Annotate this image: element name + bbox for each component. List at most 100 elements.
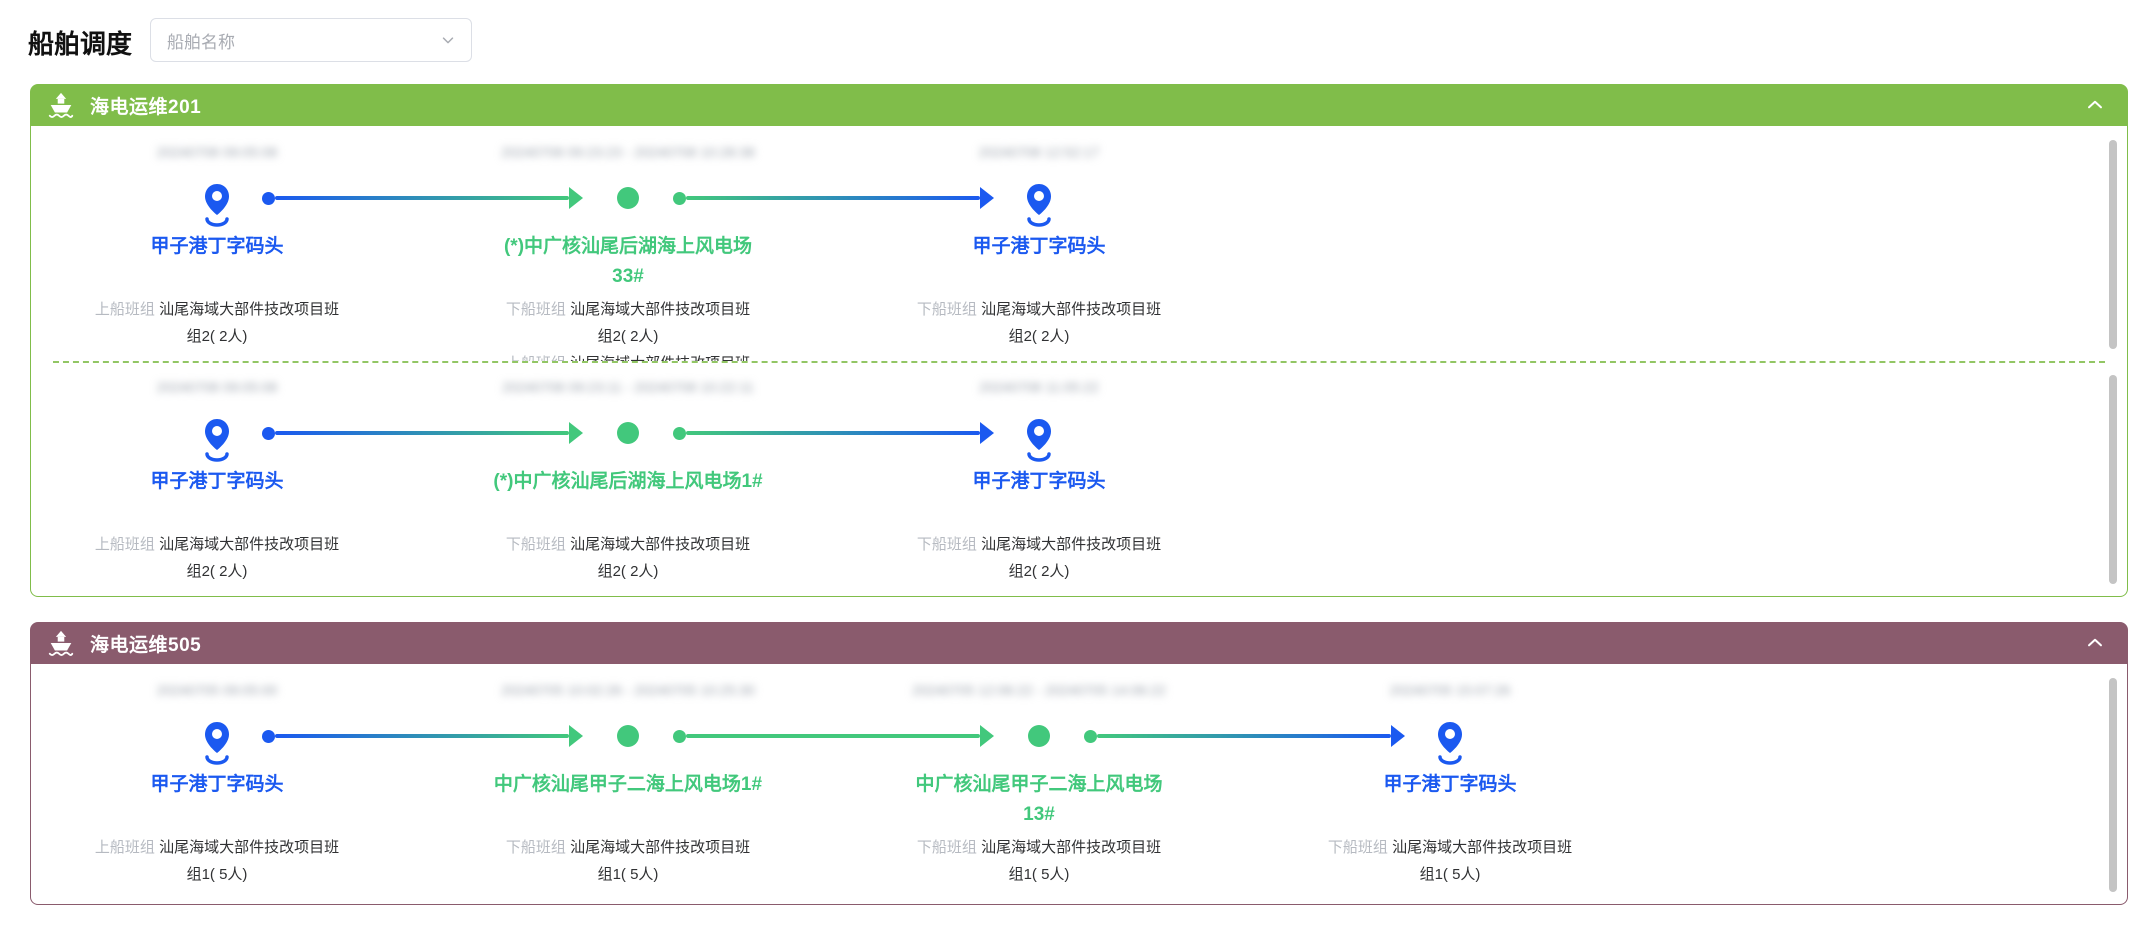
waypoint-dot-icon (617, 187, 639, 209)
stop-time-redacted: 20240705 10:02:26 - 20240705 10:25:30 (501, 682, 755, 698)
ship-panel-header[interactable]: 海电运维201 (30, 84, 2128, 126)
scrollbar-thumb[interactable] (2109, 140, 2117, 349)
route-line (686, 734, 980, 738)
stop-crews: 下船班组 汕尾海域大部件技改项目班组2( 2人) (505, 531, 751, 585)
route-arrow-icon (569, 187, 583, 209)
route-connector (262, 722, 583, 750)
location-pin-icon (202, 182, 232, 233)
crew-entry: 上船班组 汕尾海域大部件技改项目班组1( 5人) (94, 834, 340, 888)
timeline-stop: 20240705 12:06:22 - 20240705 14:06:22 中广… (859, 664, 1219, 904)
stop-crews: 上船班组 汕尾海域大部件技改项目班组2( 2人) (94, 531, 340, 585)
ship-panel-body: 20240705 09:05:00 甲子港丁字码头 上船班组 汕尾海域大部件技改… (30, 664, 2128, 905)
trip-timeline: 20240708 09:05:08 甲子港丁字码头 上船班组 汕尾海域大部件技改… (31, 361, 2127, 596)
route-start-dot-icon (262, 426, 275, 440)
ship-panel-body: 20240708 09:05:08 甲子港丁字码头 上船班组 汕尾海域大部件技改… (30, 126, 2128, 597)
timeline-stop: 20240708 09:23:23 - 20240708 10:28:38 (*… (448, 126, 808, 361)
crew-team-value: 汕尾海域大部件技改项目班组2( 2人) (976, 301, 1162, 345)
route-line (686, 196, 980, 200)
route-arrow-icon (980, 725, 994, 747)
crew-entry: 上船班组 汕尾海域大部件技改项目班组2( 2人) (94, 296, 340, 350)
crew-direction-label: 上船班组 (94, 839, 155, 856)
route-arrow-icon (569, 422, 583, 444)
route-connector (673, 722, 994, 750)
crew-direction-label: 下船班组 (505, 536, 566, 553)
stop-name: 甲子港丁字码头 (972, 236, 1106, 257)
crew-direction-label: 下船班组 (505, 301, 566, 318)
crew-entry: 下船班组 汕尾海域大部件技改项目班组2( 2人) (916, 531, 1162, 585)
crew-team-value: 汕尾海域大部件技改项目班组1( 5人) (565, 839, 751, 883)
crew-direction-label: 下船班组 (1327, 839, 1388, 856)
route-arrow-icon (569, 725, 583, 747)
timeline-stop: 20240708 09:05:08 甲子港丁字码头 上船班组 汕尾海域大部件技改… (37, 126, 397, 361)
route-connector (262, 419, 583, 447)
route-connector (262, 184, 583, 212)
waypoint-dot-icon (1028, 725, 1050, 747)
crew-team-value: 汕尾海域大部件技改项目班组1( 5人) (1387, 839, 1573, 883)
stop-name: 中广核汕尾甲子二海上风电场 13# (915, 774, 1163, 825)
stop-crews: 下船班组 汕尾海域大部件技改项目班组2( 2人) (916, 531, 1162, 585)
trip-timeline: 20240708 09:05:08 甲子港丁字码头 上船班组 汕尾海域大部件技改… (31, 126, 2127, 361)
stop-name: 甲子港丁字码头 (150, 774, 284, 795)
chevron-up-icon[interactable] (2084, 632, 2106, 654)
stop-time-redacted: 20240708 09:05:08 (156, 144, 278, 160)
stop-name: 甲子港丁字码头 (1383, 774, 1517, 795)
location-pin-icon (1024, 417, 1054, 468)
timeline-stop: 20240708 09:23:11 - 20240708 10:22:11 (*… (448, 361, 808, 596)
crew-team-value: 汕尾海域大部件技改项目班组2( 2人) (154, 301, 340, 345)
trip-timeline: 20240705 09:05:00 甲子港丁字码头 上船班组 汕尾海域大部件技改… (31, 664, 2127, 904)
route-line (686, 431, 980, 435)
route-arrow-icon (980, 187, 994, 209)
crew-team-value: 汕尾海域大部件技改项目班组2( 2人) (565, 301, 751, 345)
stop-name: 中广核汕尾甲子二海上风电场1# (493, 774, 763, 795)
stop-crews: 下船班组 汕尾海域大部件技改项目班组1( 5人) (1327, 834, 1573, 888)
waypoint-dot-icon (617, 725, 639, 747)
route-arrow-icon (980, 422, 994, 444)
crew-entry: 下船班组 汕尾海域大部件技改项目班组1( 5人) (916, 834, 1162, 888)
stop-name: (*)中广核汕尾后湖海上风电场1# (493, 471, 763, 492)
route-line (275, 196, 569, 200)
ship-panel-header[interactable]: 海电运维505 (30, 622, 2128, 664)
chevron-down-icon (439, 31, 457, 49)
location-pin-icon (202, 417, 232, 468)
crew-entry: 下船班组 汕尾海域大部件技改项目班组2( 2人) (505, 296, 751, 350)
route-connector (1084, 722, 1405, 750)
route-start-dot-icon (1084, 729, 1097, 743)
crew-direction-label: 下船班组 (505, 839, 566, 856)
stop-time-redacted: 20240705 15:07:26 (1389, 682, 1511, 698)
scrollbar-thumb[interactable] (2109, 678, 2117, 892)
stop-crews: 下船班组 汕尾海域大部件技改项目班组2( 2人) (916, 296, 1162, 350)
stop-name: (*)中广核汕尾后湖海上风电场 33# (503, 236, 753, 287)
location-pin-icon (202, 720, 232, 771)
location-pin-icon (1435, 720, 1465, 771)
stop-crews: 下船班组 汕尾海域大部件技改项目班组2( 2人)上船班组 汕尾海域大部件技改项目… (505, 296, 751, 361)
stop-crews: 上船班组 汕尾海域大部件技改项目班组1( 5人) (94, 834, 340, 888)
route-start-dot-icon (673, 729, 686, 743)
ship-name: 海电运维505 (90, 634, 202, 656)
stop-crews: 下船班组 汕尾海域大部件技改项目班组1( 5人) (916, 834, 1162, 888)
timeline-stop: 20240705 09:05:00 甲子港丁字码头 上船班组 汕尾海域大部件技改… (37, 664, 397, 904)
stop-time-redacted: 20240708 09:05:08 (156, 379, 278, 395)
timeline-stop: 20240708 12:52:17 甲子港丁字码头 下船班组 汕尾海域大部件技改… (859, 126, 1219, 361)
crew-entry: 上船班组 汕尾海域大部件技改项目班组2( 2人) (505, 350, 751, 361)
route-connector (673, 419, 994, 447)
timeline-stop: 20240708 11:05:22 甲子港丁字码头 下船班组 汕尾海域大部件技改… (859, 361, 1219, 596)
crew-entry: 下船班组 汕尾海域大部件技改项目班组1( 5人) (505, 834, 751, 888)
stop-time-redacted: 20240708 09:23:23 - 20240708 10:28:38 (501, 144, 755, 160)
crew-team-value: 汕尾海域大部件技改项目班组1( 5人) (976, 839, 1162, 883)
stop-time-redacted: 20240708 12:52:17 (978, 144, 1100, 160)
scrollbar-thumb[interactable] (2109, 375, 2117, 584)
crew-direction-label: 上船班组 (94, 301, 155, 318)
stop-name: 甲子港丁字码头 (150, 236, 284, 257)
stop-time-redacted: 20240708 11:05:22 (979, 379, 1099, 395)
route-start-dot-icon (262, 191, 275, 205)
stop-time-redacted: 20240708 09:23:11 - 20240708 10:22:11 (502, 379, 754, 395)
route-arrow-icon (1391, 725, 1405, 747)
crew-direction-label: 下船班组 (916, 839, 977, 856)
ship-name-select[interactable]: 船舶名称 (150, 18, 472, 62)
route-start-dot-icon (262, 729, 275, 743)
chevron-up-icon[interactable] (2084, 94, 2106, 116)
crew-direction-label: 上船班组 (506, 355, 566, 361)
crew-entry: 下船班组 汕尾海域大部件技改项目班组2( 2人) (505, 531, 751, 585)
stop-time-redacted: 20240705 09:05:00 (156, 682, 278, 698)
crew-entry: 下船班组 汕尾海域大部件技改项目班组2( 2人) (916, 296, 1162, 350)
